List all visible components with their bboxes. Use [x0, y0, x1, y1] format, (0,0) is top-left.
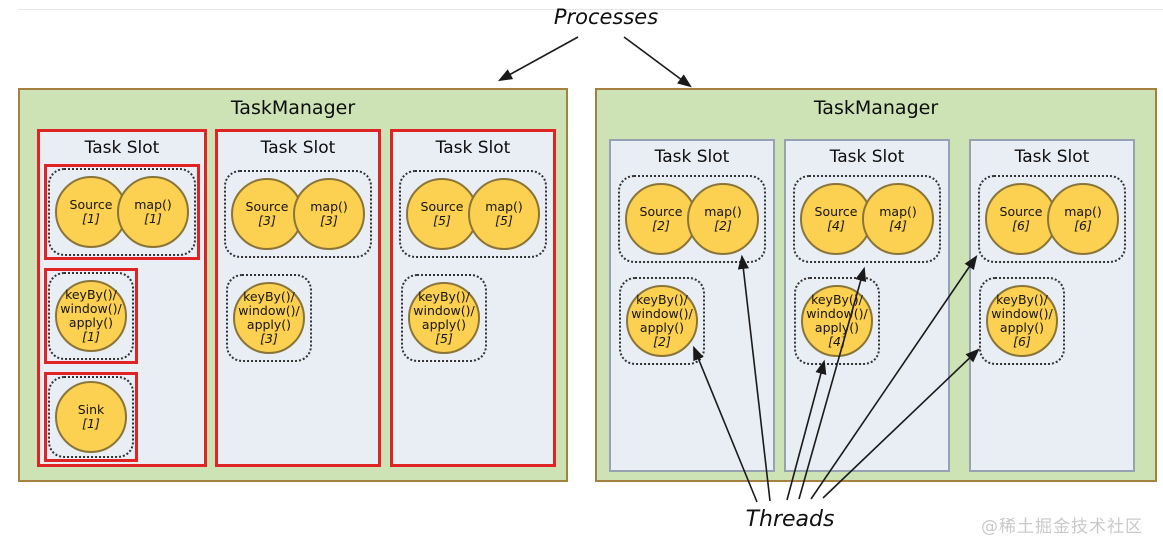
operator-label: Source [814, 204, 858, 219]
parallelism-index: [1] [82, 416, 100, 431]
operator-circle-source: Source [4] [800, 183, 872, 255]
parallelism-index: [5] [435, 331, 453, 346]
operator-circle-map: map() [3] [293, 178, 365, 250]
task-slot-title: Task Slot [1014, 147, 1090, 167]
operator-label: map() [310, 199, 348, 214]
parallelism-index: [1] [82, 211, 100, 226]
operator-chain-box: Source [2] map() [2] [618, 175, 766, 263]
operator-circle-source: Source [6] [985, 183, 1057, 255]
operator-chain-box: Source [1] map() [1] [48, 168, 196, 256]
operator-chain-box: keyBy()/ window()/ apply() [5] [401, 274, 487, 362]
operator-chain-box: Source [4] map() [4] [793, 175, 941, 263]
parallelism-index: [6] [1013, 334, 1031, 349]
operator-circle-map: map() [4] [862, 183, 934, 255]
highlight-box: Sink [1] [44, 372, 138, 462]
operator-circle-map: map() [5] [468, 178, 540, 250]
operator-circle-sink: Sink [1] [55, 381, 127, 453]
operator-label: keyBy()/ window()/ apply() [806, 292, 868, 335]
parallelism-index: [2] [652, 218, 670, 233]
process-arrow-left [497, 36, 579, 82]
operator-circle-keyby: keyBy()/ window()/ apply() [3] [233, 282, 305, 354]
parallelism-index: [4] [828, 334, 846, 349]
operator-circle-keyby: keyBy()/ window()/ apply() [6] [986, 285, 1058, 357]
task-slot-title: Task Slot [435, 138, 511, 158]
operator-label: map() [879, 204, 917, 219]
top-divider [18, 9, 1163, 10]
parallelism-index: [3] [320, 213, 338, 228]
operator-label: map() [134, 197, 172, 212]
operator-chain-box: Source [6] map() [6] [978, 175, 1126, 263]
operator-chain-box: Source [5] map() [5] [399, 170, 547, 258]
operator-label: Sink [77, 402, 105, 417]
operator-circle-map: map() [1] [117, 176, 189, 248]
parallelism-index: [5] [433, 213, 451, 228]
parallelism-index: [5] [495, 213, 513, 228]
task-slot-title: Task Slot [84, 138, 160, 158]
operator-chain-box: Source [3] map() [3] [224, 170, 372, 258]
parallelism-index: [3] [258, 213, 276, 228]
parallelism-index: [4] [827, 218, 845, 233]
operator-label: Source [420, 199, 464, 214]
operator-circle-keyby: keyBy()/ window()/ apply() [2] [626, 285, 698, 357]
operator-chain-box: Sink [1] [48, 376, 134, 458]
operator-label: Source [245, 199, 289, 214]
highlight-box: keyBy()/ window()/ apply() [1] [44, 268, 138, 364]
parallelism-index: [2] [653, 334, 671, 349]
processes-label: Processes [553, 5, 659, 29]
operator-circle-source: Source [1] [55, 176, 127, 248]
task-slot-title: Task Slot [829, 147, 905, 167]
operator-chain-box: keyBy()/ window()/ apply() [6] [979, 277, 1065, 365]
operator-circle-source: Source [5] [406, 178, 478, 250]
operator-label: keyBy()/ window()/ apply() [60, 287, 122, 330]
operator-label: map() [704, 204, 742, 219]
operator-circle-source: Source [2] [625, 183, 697, 255]
threads-label: Threads [745, 507, 835, 532]
parallelism-index: [6] [1074, 218, 1092, 233]
task-slot-5: Task Slot Source [4] map() [4] keyBy()/ … [784, 139, 950, 472]
process-arrow-right [623, 36, 692, 88]
operator-label: keyBy()/ window()/ apply() [631, 292, 693, 335]
highlight-box: Source [1] map() [1] [44, 164, 200, 260]
watermark: @稀土掘金技术社区 [981, 517, 1143, 537]
operator-chain-box: keyBy()/ window()/ apply() [3] [226, 274, 312, 362]
operator-label: keyBy()/ window()/ apply() [991, 292, 1053, 335]
parallelism-index: [2] [714, 218, 732, 233]
taskmanager-right: TaskManager Task Slot Source [2] map() [… [595, 88, 1157, 482]
task-slot-3: Task Slot Source [5] map() [5] keyBy()/ … [390, 129, 556, 467]
operator-chain-box: keyBy()/ window()/ apply() [2] [619, 277, 705, 365]
task-slot-1: Task Slot Source [1] map() [1] keyBy( [37, 129, 207, 467]
operator-label: Source [999, 204, 1043, 219]
task-slot-2: Task Slot Source [3] map() [3] keyBy()/ … [215, 129, 381, 467]
operator-circle-keyby: keyBy()/ window()/ apply() [1] [55, 280, 127, 352]
taskmanager-title: TaskManager [230, 97, 356, 119]
operator-label: keyBy()/ window()/ apply() [238, 289, 300, 332]
task-slot-6: Task Slot Source [6] map() [6] keyBy()/ … [969, 139, 1135, 472]
operator-circle-keyby: keyBy()/ window()/ apply() [5] [408, 282, 480, 354]
operator-label: Source [69, 197, 113, 212]
parallelism-index: [1] [82, 329, 100, 344]
operator-label: map() [485, 199, 523, 214]
operator-chain-box: keyBy()/ window()/ apply() [4] [794, 277, 880, 365]
operator-circle-map: map() [6] [1047, 183, 1119, 255]
task-slot-4: Task Slot Source [2] map() [2] keyBy()/ … [609, 139, 775, 472]
parallelism-index: [1] [144, 211, 162, 226]
task-slot-title: Task Slot [260, 138, 336, 158]
operator-label: keyBy()/ window()/ apply() [413, 289, 475, 332]
taskmanager-title: TaskManager [813, 97, 939, 119]
parallelism-index: [3] [260, 331, 278, 346]
operator-circle-map: map() [2] [687, 183, 759, 255]
operator-circle-source: Source [3] [231, 178, 303, 250]
operator-chain-box: keyBy()/ window()/ apply() [1] [48, 272, 134, 360]
parallelism-index: [6] [1012, 218, 1030, 233]
taskmanager-left: TaskManager Task Slot Source [1] map() [… [18, 88, 568, 482]
task-slot-title: Task Slot [654, 147, 730, 167]
parallelism-index: [4] [889, 218, 907, 233]
operator-label: map() [1064, 204, 1102, 219]
operator-label: Source [639, 204, 683, 219]
operator-circle-keyby: keyBy()/ window()/ apply() [4] [801, 285, 873, 357]
